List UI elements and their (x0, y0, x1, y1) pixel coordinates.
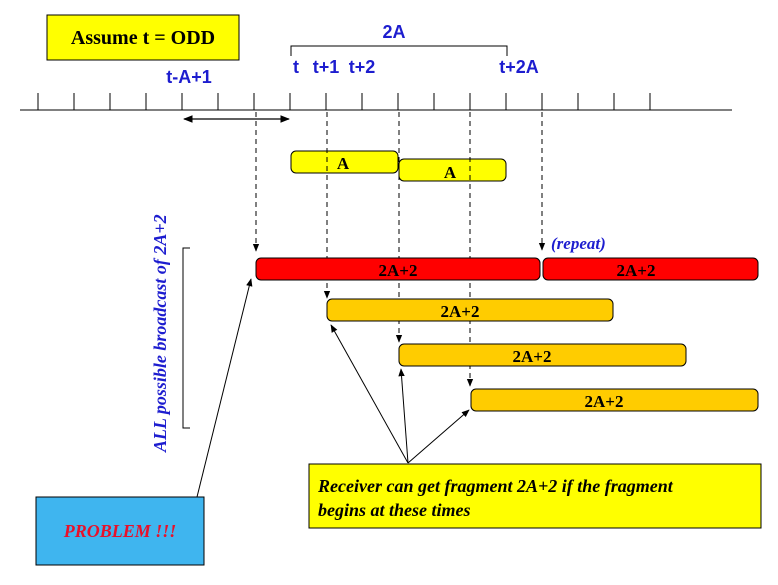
assumption-text: Assume t = ODD (71, 27, 215, 49)
window-fragment-1: A (290, 150, 399, 174)
span-bracket-2a: 2A (290, 22, 508, 56)
problem-box: PROBLEM !!! (35, 496, 205, 566)
assumption-box: Assume t = ODD (46, 14, 240, 61)
arrow (330, 324, 409, 464)
time-label-t-plus-1: t+1 (313, 57, 340, 77)
broadcast-bar-red-repeat: 2A+2 (542, 257, 759, 281)
receiver-note-box: Receiver can get fragment 2A+2 if the fr… (308, 463, 762, 529)
problem-arrow (196, 278, 253, 498)
timeline-ticks (37, 93, 651, 110)
receiver-note-line1: Receiver can get fragment 2A+2 if the fr… (317, 476, 674, 496)
broadcast-label: 2A+2 (379, 261, 418, 280)
time-label-t-plus-2: t+2 (349, 57, 376, 77)
vertical-bracket (182, 247, 190, 429)
problem-label: PROBLEM !!! (63, 521, 177, 541)
time-label-t-minus-a-plus-1: t-A+1 (166, 67, 212, 87)
span-label: 2A (382, 22, 405, 42)
timeline-axis (20, 93, 732, 111)
broadcast-label: 2A+2 (441, 302, 480, 321)
receiver-note-line2: begins at these times (318, 500, 471, 520)
broadcast-bar-red-1: 2A+2 (255, 257, 541, 281)
window-fragment-label: A (337, 154, 350, 173)
arrow (398, 368, 409, 464)
window-fragment-2: A (398, 158, 507, 182)
time-label-t-plus-2a: t+2A (499, 57, 539, 77)
broadcast-label: 2A+2 (513, 347, 552, 366)
arrow (407, 409, 470, 464)
receiver-arrows (330, 324, 470, 464)
broadcast-bar-orange-2: 2A+2 (398, 343, 687, 367)
broadcast-label: 2A+2 (617, 261, 656, 280)
broadcast-label: 2A+2 (585, 392, 624, 411)
vertical-label: ALL possible broadcast of 2A+2 (150, 214, 170, 453)
broadcast-bar-orange-3: 2A+2 (470, 388, 759, 412)
broadcast-bar-orange-1: 2A+2 (326, 298, 614, 322)
repeat-label: (repeat) (551, 234, 606, 253)
time-label-t: t (293, 57, 299, 77)
window-fragment-label: A (444, 163, 457, 182)
